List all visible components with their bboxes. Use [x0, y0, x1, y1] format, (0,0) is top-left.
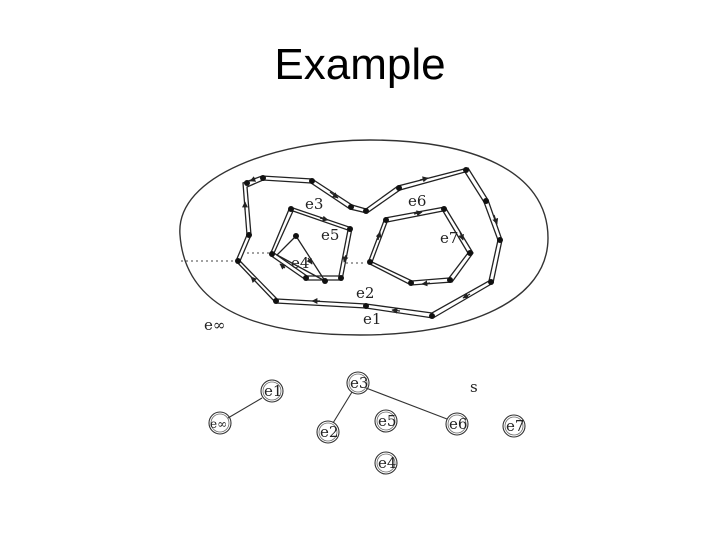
outer-boundary: [179, 139, 549, 336]
region-label-e7: e7: [440, 229, 458, 247]
region-label-e1: e1: [363, 310, 381, 328]
tree-node-e7: e7: [502, 414, 526, 438]
slide-title: Example: [274, 40, 446, 89]
tree-node-e-inf: e∞: [208, 411, 232, 435]
region-label-e2: e2: [356, 284, 374, 302]
tree-node-e7-label: e7: [506, 417, 524, 435]
tree-node-e1-label: e1: [264, 382, 282, 400]
tree-node-e4: e4: [374, 451, 398, 475]
region-label-e6: e6: [408, 192, 426, 210]
region-label-e5: e5: [321, 226, 339, 244]
region-label-e-inf: e∞: [204, 316, 225, 334]
tree-node-e4-label: e4: [378, 454, 396, 472]
tree-node-e3-label: e3: [350, 374, 368, 392]
inner-left-polygon: [269, 206, 353, 281]
tree-node-e6: e6: [445, 412, 469, 436]
edge-arrows: [242, 176, 499, 314]
tree-node-e5-label: e5: [378, 412, 396, 430]
region-label-e3: e3: [305, 195, 323, 213]
tree-node-e2-label: e2: [320, 423, 338, 441]
tree-root-label: s: [470, 378, 478, 396]
tree-edges: [227, 387, 448, 424]
tree-node-e1: e1: [260, 379, 284, 403]
vertices: [235, 167, 503, 319]
tree-node-e2: e2: [316, 420, 340, 444]
tree-node-e5: e5: [374, 409, 398, 433]
region-label-e4: e4: [291, 254, 309, 272]
tree-node-e6-label: e6: [449, 415, 467, 433]
tree-node-e3: e3: [346, 371, 370, 395]
tree-node-e-inf-label: e∞: [210, 417, 227, 431]
